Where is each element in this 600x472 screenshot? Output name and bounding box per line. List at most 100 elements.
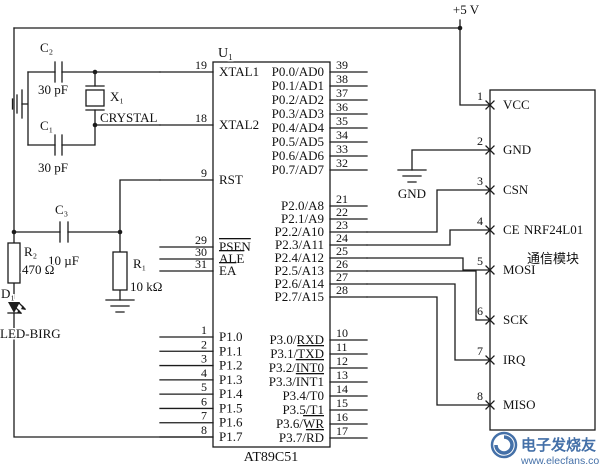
pin-label: P0.3/AD3 xyxy=(272,106,324,121)
pin-number: 12 xyxy=(336,354,348,368)
module-pin-name: SCK xyxy=(503,312,529,327)
r2-value: 470 Ω xyxy=(22,262,54,277)
x1-label: CRYSTAL xyxy=(100,110,158,125)
r1-value: 10 kΩ xyxy=(130,279,162,294)
module-pin-name: MISO xyxy=(503,397,536,412)
pin-label: P2.5/A13 xyxy=(275,263,324,278)
pin-label: P3.3/INT1 xyxy=(269,374,324,389)
r1-designator: R₁ xyxy=(133,256,146,271)
pin-label: P0.7/AD7 xyxy=(272,162,325,177)
c1-value: 30 pF xyxy=(38,160,68,175)
pin-label: P2.7/A15 xyxy=(275,289,324,304)
junction-dot xyxy=(457,25,463,31)
module-pin-number: 8 xyxy=(477,389,483,403)
wires xyxy=(13,19,491,438)
pin-number: 33 xyxy=(336,142,348,156)
pin-label: P3.1/TXD xyxy=(270,346,324,361)
pin-number: 4 xyxy=(201,366,207,380)
pin-label: P0.5/AD5 xyxy=(272,134,324,149)
pin-number: 14 xyxy=(336,382,348,396)
crystal-body xyxy=(85,89,105,107)
module-pin-mark xyxy=(485,100,495,110)
module-pin-name: VCC xyxy=(503,97,530,112)
pin-number: 6 xyxy=(201,394,207,408)
module-pin-name: IRQ xyxy=(503,352,526,367)
module-pin-number: 7 xyxy=(477,344,483,358)
c1-designator: C₁ xyxy=(40,118,53,133)
pin-number: 32 xyxy=(336,156,348,170)
pin-label: P1.4 xyxy=(219,386,243,401)
module-pin-name: CSN xyxy=(503,182,529,197)
junction-dot xyxy=(11,229,17,235)
mcu-body xyxy=(212,61,331,448)
wire-ce xyxy=(366,229,491,246)
c2-designator: C₂ xyxy=(40,40,53,55)
pin-number: 30 xyxy=(195,245,207,259)
r2-designator: R₂ xyxy=(24,244,37,259)
wire-irq xyxy=(366,283,491,361)
gnd-label: GND xyxy=(398,186,426,201)
pin-number: 36 xyxy=(336,100,348,114)
module-subtitle: 通信模块 xyxy=(527,251,579,266)
wire-mosi xyxy=(366,257,491,271)
pin-number: 34 xyxy=(336,128,348,142)
module-pin-name: MOSI xyxy=(503,262,536,277)
resistor-r2 xyxy=(7,242,21,284)
wire-vcc-drop xyxy=(459,19,491,106)
pin-number: 18 xyxy=(195,111,207,125)
ground-symbol-r1 xyxy=(105,299,135,313)
c3-value: 10 µF xyxy=(48,253,79,268)
crystal-plates xyxy=(85,85,105,111)
wire-reset xyxy=(13,179,161,301)
watermark-brand: 电子发烧友 xyxy=(521,436,596,454)
pin-label: PSEN xyxy=(219,239,251,254)
module-pin-number: 4 xyxy=(477,214,483,228)
module-pin-number: 2 xyxy=(477,134,483,148)
pin-label: P1.1 xyxy=(219,343,242,358)
module-pin-mark xyxy=(485,225,495,235)
module-name: NRF24L01 xyxy=(524,222,583,237)
junction-dot xyxy=(92,69,98,75)
pin-label: P1.2 xyxy=(219,358,242,373)
resistor-r1 xyxy=(112,251,128,291)
pin-label: P3.6/WR xyxy=(276,416,324,431)
chip-part-number: AT89C51 xyxy=(244,450,298,465)
pin-number: 2 xyxy=(201,337,207,351)
pin-number: 29 xyxy=(195,233,207,247)
pin-number: 10 xyxy=(336,326,348,340)
pin-number: 19 xyxy=(195,58,207,72)
module-pin-mark xyxy=(485,145,495,155)
pin-label: P3.5/T1 xyxy=(282,402,324,417)
pin-number: 39 xyxy=(336,58,348,72)
module-pin-number: 5 xyxy=(477,254,483,268)
pin-label: XTAL2 xyxy=(219,117,259,132)
capacitor-c1 xyxy=(54,134,63,156)
c2-value: 30 pF xyxy=(38,82,68,97)
pin-label: P1.7 xyxy=(219,429,243,444)
module-pin-mark xyxy=(485,185,495,195)
pin-label: P3.0/RXD xyxy=(269,332,324,347)
pin-label: EA xyxy=(219,263,237,278)
pin-number: 21 xyxy=(336,192,348,206)
junction-dot xyxy=(92,122,98,128)
junction-dots xyxy=(11,25,463,235)
pin-label: P2.1/A9 xyxy=(281,211,324,226)
wire-sck xyxy=(366,270,491,321)
pin-number: 25 xyxy=(336,244,348,258)
pin-number: 26 xyxy=(336,257,348,271)
pin-label: P2.2/A10 xyxy=(275,224,324,239)
pin-number: 22 xyxy=(336,205,348,219)
pin-number: 9 xyxy=(201,166,207,180)
module-pin-mark xyxy=(485,400,495,410)
components xyxy=(7,61,128,314)
pin-number: 35 xyxy=(336,114,348,128)
module-pin-mark xyxy=(485,315,495,325)
pin-number: 28 xyxy=(336,283,348,297)
pin-label: P3.7/RD xyxy=(279,430,324,445)
vcc-label: +5 V xyxy=(453,2,480,17)
module-body xyxy=(489,89,596,431)
